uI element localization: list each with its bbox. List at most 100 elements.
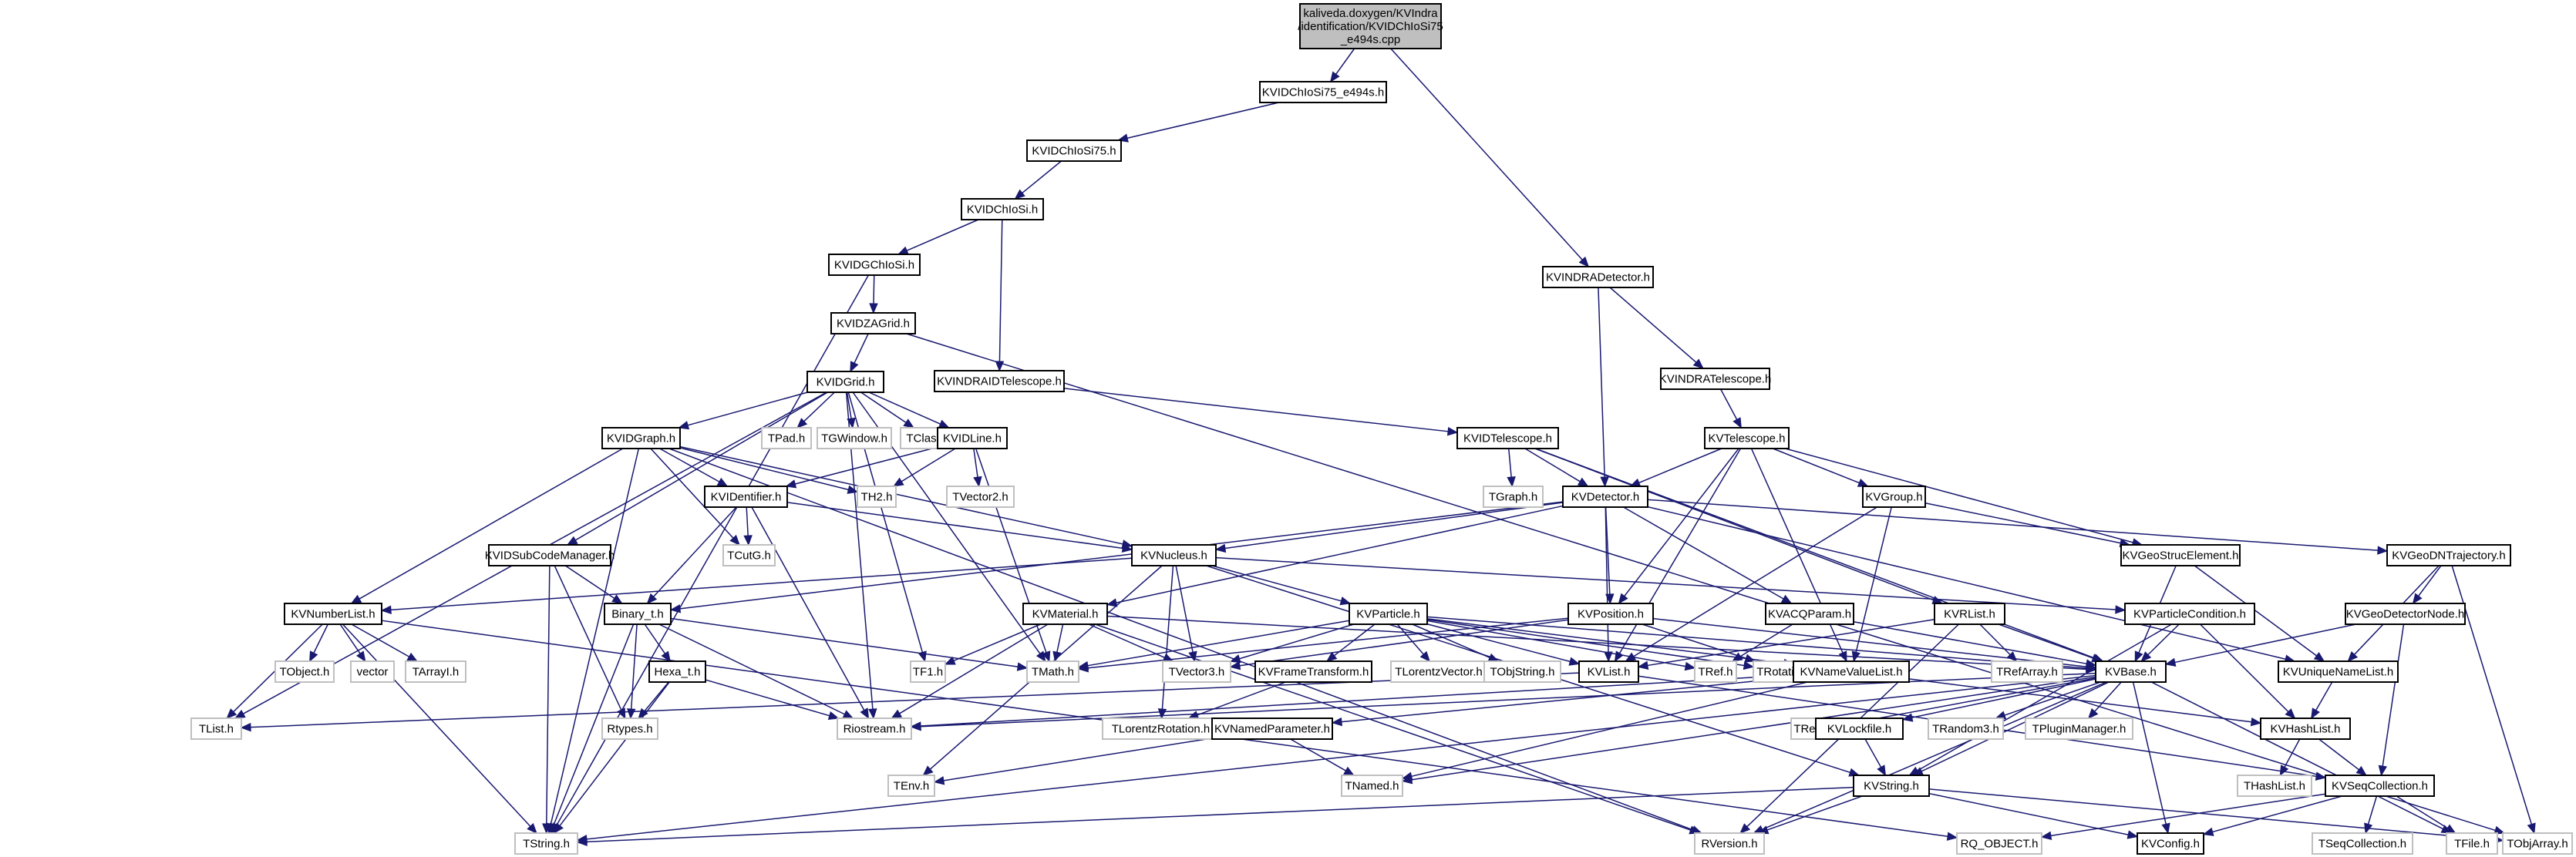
node-tseqcoll[interactable]: TSeqCollection.h [2312, 832, 2413, 855]
edge-kvbase-to-rversion [1753, 681, 2107, 834]
node-label: Hexa_t.h [654, 666, 700, 679]
node-tobjarray[interactable]: TObjArray.h [2502, 832, 2573, 855]
node-indratel[interactable]: KVINDRATelescope.h [1659, 368, 1772, 390]
node-geodetnode[interactable]: KVGeoDetectorNode.h [2345, 603, 2466, 625]
node-box [2260, 718, 2351, 740]
node-idgraph[interactable]: KVIDGraph.h [601, 427, 681, 449]
node-label: KVDetector.h [1571, 491, 1639, 504]
node-e494s[interactable]: KVIDChIoSi75_e494s.h [1259, 81, 1387, 103]
edge-idtel-to-detector [1524, 448, 1589, 487]
node-identifier[interactable]: KVIDentifier.h [704, 486, 788, 508]
node-box [2502, 832, 2573, 855]
node-particle[interactable]: KVParticle.h [1349, 603, 1428, 625]
node-chiosi75[interactable]: KVIDChIoSi75.h [1026, 139, 1122, 162]
node-tvector3[interactable]: TVector3.h [1162, 660, 1231, 683]
node-nucleus[interactable]: KVNucleus.h [1131, 544, 1217, 566]
node-tenv[interactable]: TEnv.h [887, 775, 935, 797]
node-geodntraj[interactable]: KVGeoDNTrajectory.h [2386, 544, 2511, 566]
node-acqparam[interactable]: KVACQParam.h [1765, 603, 1854, 625]
node-group[interactable]: KVGroup.h [1862, 486, 1926, 508]
node-box [2386, 544, 2511, 566]
node-position[interactable]: KVPosition.h [1567, 603, 1654, 625]
node-box [1349, 603, 1428, 625]
node-tlist[interactable]: TList.h [190, 718, 242, 740]
node-rtypes[interactable]: Rtypes.h [601, 718, 658, 740]
node-hexa[interactable]: Hexa_t.h [648, 660, 706, 683]
node-tf1[interactable]: TF1.h [910, 660, 946, 683]
node-tobjstring[interactable]: TObjString.h [1483, 660, 1561, 683]
node-kvstring[interactable]: KVString.h [1853, 775, 1930, 797]
node-gchiosi[interactable]: KVIDGChIoSi.h [828, 254, 921, 276]
node-rversion[interactable]: RVersion.h [1694, 832, 1765, 855]
edge-e494s-to-chiosi75 [1117, 102, 1279, 143]
node-label: KVLockfile.h [1827, 723, 1891, 736]
node-geostruc[interactable]: KVGeoStrucElement.h [2120, 544, 2241, 566]
node-label: KVGeoDNTrajectory.h [2392, 549, 2506, 563]
node-box [1991, 660, 2063, 683]
node-indradet[interactable]: KVINDRADetector.h [1542, 266, 1654, 288]
node-chiosi[interactable]: KVIDChIoSi.h [961, 198, 1044, 220]
node-box [2137, 832, 2204, 855]
node-rlist[interactable]: KVRList.h [1934, 603, 2005, 625]
node-riostream[interactable]: Riostream.h [837, 718, 912, 740]
node-binary[interactable]: Binary_t.h [604, 603, 672, 625]
node-namevaluelist[interactable]: KVNameValueList.h [1793, 660, 1910, 683]
node-seqcoll[interactable]: KVSeqCollection.h [2325, 775, 2435, 797]
node-tarrayi[interactable]: TArrayI.h [405, 660, 466, 683]
node-box [1704, 427, 1790, 449]
node-lockfile[interactable]: KVLockfile.h [1815, 718, 1904, 740]
node-tpluginmgr[interactable]: TPluginManager.h [2025, 718, 2133, 740]
node-idtel[interactable]: KVIDTelescope.h [1456, 427, 1559, 449]
node-box [488, 544, 611, 566]
node-tstring[interactable]: TString.h [514, 832, 578, 855]
node-kvlist[interactable]: KVList.h [1578, 660, 1639, 683]
node-rqobject[interactable]: RQ_OBJECT.h [1956, 832, 2042, 855]
node-tnamed[interactable]: TNamed.h [1341, 775, 1403, 797]
node-root[interactable]: kaliveda.doxygen/KVIndra/identification/… [1298, 3, 1443, 49]
node-detector[interactable]: KVDetector.h [1562, 486, 1648, 508]
node-tobject[interactable]: TObject.h [274, 660, 335, 683]
node-kvconfig[interactable]: KVConfig.h [2137, 832, 2204, 855]
node-thashlist[interactable]: THashList.h [2237, 775, 2312, 797]
edge-nucleus-to-tlorentzrot [1157, 565, 1174, 720]
edge-kvbase-to-trandom3 [1995, 681, 2101, 720]
node-tmath[interactable]: TMath.h [1026, 660, 1079, 683]
node-th2[interactable]: TH2.h [857, 486, 897, 508]
node-telescope[interactable]: KVTelescope.h [1704, 427, 1790, 449]
node-tref[interactable]: TRef.h [1694, 660, 1737, 683]
node-vector[interactable]: vector [350, 660, 395, 683]
node-partcond[interactable]: KVParticleCondition.h [2124, 603, 2255, 625]
node-tcutg[interactable]: TCutG.h [722, 544, 776, 566]
node-tgwindow[interactable]: TGWindow.h [817, 427, 892, 449]
node-box [601, 427, 681, 449]
node-label: TFile.h [2454, 838, 2490, 851]
node-frametransform[interactable]: KVFrameTransform.h [1254, 660, 1372, 683]
node-hashlist[interactable]: KVHashList.h [2260, 718, 2351, 740]
node-trandom3[interactable]: TRandom3.h [1928, 718, 2004, 740]
node-subcode[interactable]: KVIDSubCodeManager.h [485, 544, 615, 566]
node-trefarray[interactable]: TRefArray.h [1991, 660, 2063, 683]
node-label: TPluginManager.h [2032, 723, 2126, 736]
node-tfile[interactable]: TFile.h [2446, 832, 2498, 855]
node-tvector2[interactable]: TVector2.h [946, 486, 1015, 508]
node-tlorentzvec[interactable]: TLorentzVector.h [1390, 660, 1487, 683]
node-label: Binary_t.h [611, 608, 664, 621]
node-uniquenamelist[interactable]: KVUniqueNameList.h [2278, 660, 2399, 683]
node-kvbase[interactable]: KVBase.h [2095, 660, 2167, 683]
node-label: KVNucleus.h [1140, 549, 1207, 563]
edge-detector-to-nucleus [1214, 502, 1564, 553]
node-indraidtel[interactable]: KVINDRAIDTelescope.h [934, 370, 1065, 392]
node-numberlist[interactable]: KVNumberList.h [284, 603, 382, 625]
node-label: TObjString.h [1490, 666, 1555, 679]
node-tpad[interactable]: TPad.h [761, 427, 812, 449]
node-namedparam[interactable]: KVNamedParameter.h [1211, 718, 1333, 740]
node-idline[interactable]: KVIDLine.h [937, 427, 1008, 449]
node-tgraph[interactable]: TGraph.h [1483, 486, 1544, 508]
node-zagrid[interactable]: KVIDZAGrid.h [830, 312, 916, 334]
edge-numberlist-to-vector [339, 623, 366, 663]
node-idgrid[interactable]: KVIDGrid.h [806, 371, 884, 393]
node-material[interactable]: KVMaterial.h [1022, 603, 1108, 625]
node-box [828, 254, 921, 276]
edge-subcode-to-binary [564, 565, 623, 604]
node-tlorentzrot[interactable]: TLorentzRotation.h [1102, 718, 1220, 740]
